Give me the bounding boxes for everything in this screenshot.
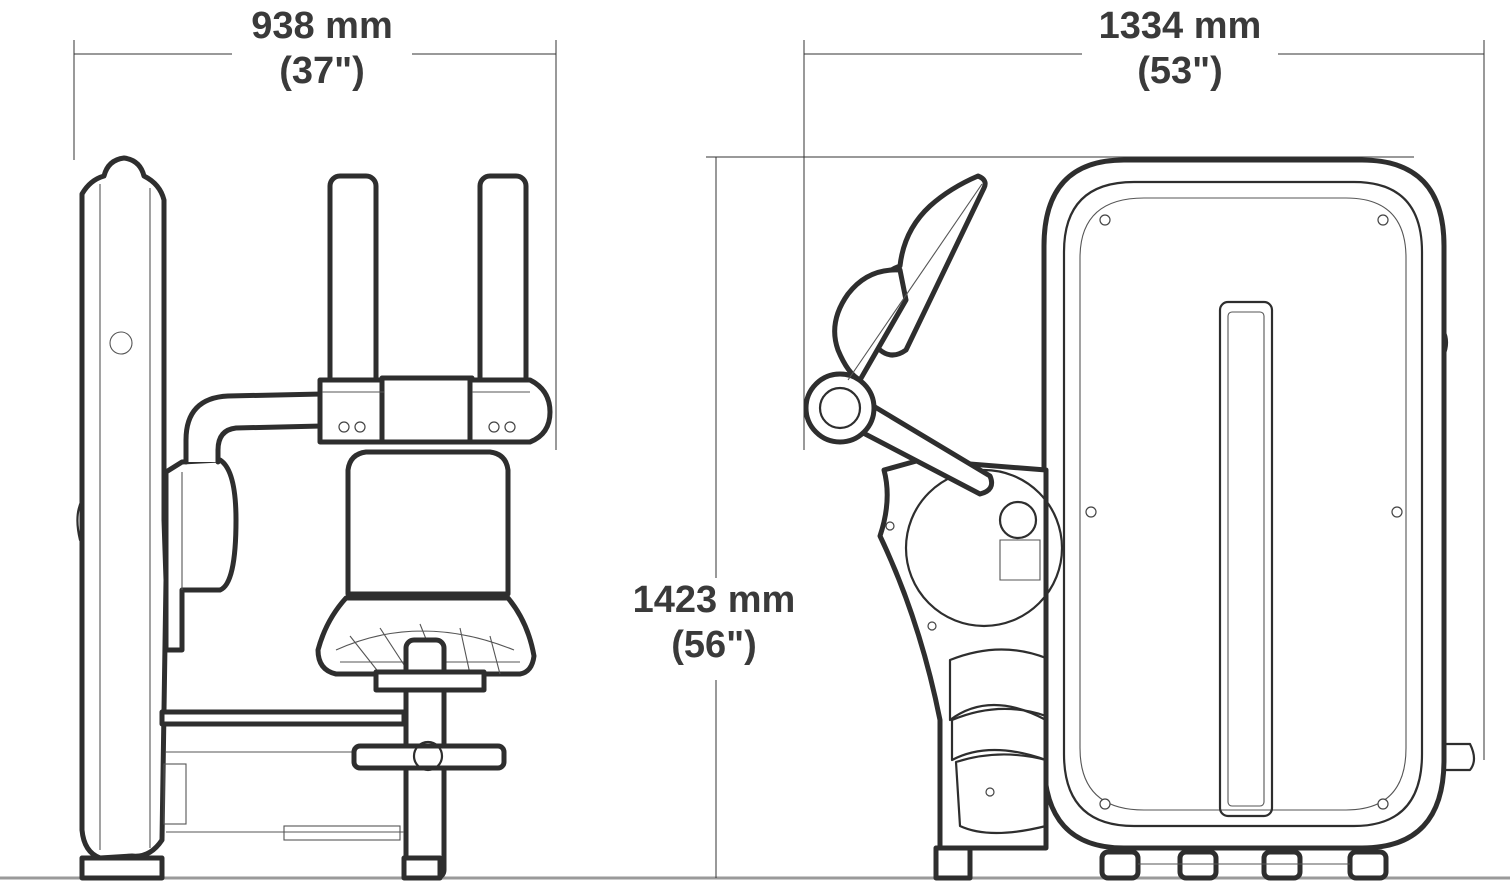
side-seat	[315, 595, 537, 677]
front-pivot-hub	[803, 371, 877, 445]
side-left-pad	[327, 173, 379, 391]
side-view-machine	[76, 155, 553, 881]
front-lower-pad	[832, 267, 909, 383]
side-crossbar-right	[467, 377, 553, 445]
side-crossbar-center	[379, 375, 475, 445]
side-base-rail	[159, 709, 407, 727]
front-shroud-inner	[1062, 180, 1424, 828]
side-width-imperial: (37")	[279, 50, 365, 92]
side-foot-right	[401, 855, 443, 881]
side-backrest	[345, 449, 511, 597]
front-pivot-arm	[843, 389, 995, 497]
front-view-machine	[803, 157, 1476, 881]
side-cam-housing	[163, 457, 239, 653]
side-foot-bar	[351, 743, 507, 771]
front-width-metric: 1334 mm	[1098, 5, 1262, 47]
front-side-frame	[877, 457, 1049, 851]
height-imperial: (56")	[671, 624, 757, 666]
height-metric: 1423 mm	[632, 579, 796, 621]
front-foot-1	[933, 845, 973, 881]
front-foot-2	[1099, 849, 1141, 881]
front-width-imperial: (53")	[1137, 50, 1223, 92]
side-frame	[79, 155, 169, 861]
height-label: 1423 mm (56")	[612, 578, 816, 668]
side-crossbar-left	[317, 377, 387, 445]
front-foot-5	[1347, 849, 1389, 881]
side-right-pad	[477, 173, 529, 391]
side-width-label: 938 mm (37")	[232, 4, 412, 94]
front-foot-4	[1261, 849, 1303, 881]
front-shroud	[1041, 157, 1447, 851]
front-width-label: 1334 mm (53")	[1082, 4, 1278, 94]
side-width-dimension-lines	[73, 40, 557, 450]
height-dimension-lines	[706, 156, 1414, 878]
side-width-metric: 938 mm	[251, 5, 393, 47]
side-foot-left	[79, 855, 165, 881]
front-width-dimension-lines	[803, 40, 1485, 760]
front-weight-slot	[1218, 300, 1274, 818]
front-foot-3	[1177, 849, 1219, 881]
side-curved-arm	[183, 391, 325, 465]
